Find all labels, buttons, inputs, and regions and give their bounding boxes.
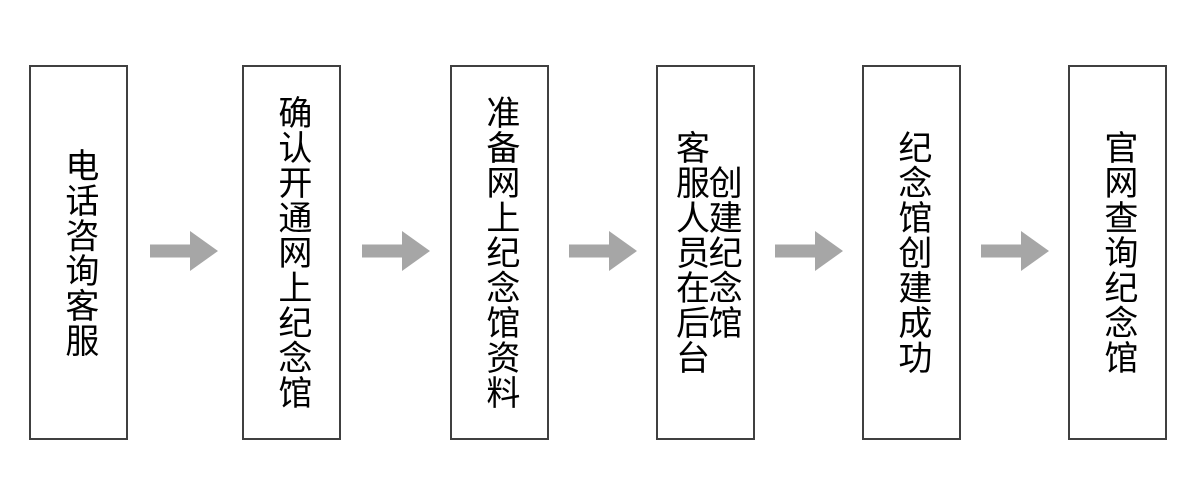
flow-node-6-label: 官网查询纪念馆 [1097, 130, 1138, 375]
flow-arrow-right-icon-3 [569, 231, 637, 271]
flow-node-3-label: 准备网上纪念馆资料 [479, 95, 520, 410]
flow-node-4-label-col-2: 创建纪念馆 [702, 165, 743, 340]
flow-node-2-label: 确认开通网上纪念馆 [271, 95, 312, 410]
flow-node-5[interactable]: 纪念馆创建成功 [862, 65, 961, 440]
flow-node-4[interactable]: 客服人员在后台 创建纪念馆 [656, 65, 755, 440]
flow-node-5-label: 纪念馆创建成功 [891, 130, 932, 375]
flow-node-1[interactable]: 电话咨询客服 [29, 65, 128, 440]
flow-node-4-label-group: 客服人员在后台 创建纪念馆 [658, 67, 753, 438]
flow-arrow-right-icon-5 [981, 231, 1049, 271]
flow-node-2[interactable]: 确认开通网上纪念馆 [242, 65, 341, 440]
flow-arrow-right-icon-1 [150, 231, 218, 271]
flow-node-1-label: 电话咨询客服 [58, 147, 99, 358]
flow-node-4-label-col-1: 客服人员在后台 [669, 130, 710, 375]
flow-arrow-right-icon-2 [362, 231, 430, 271]
flow-arrow-right-icon-4 [775, 231, 843, 271]
flow-node-6[interactable]: 官网查询纪念馆 [1068, 65, 1167, 440]
flow-node-3[interactable]: 准备网上纪念馆资料 [450, 65, 549, 440]
